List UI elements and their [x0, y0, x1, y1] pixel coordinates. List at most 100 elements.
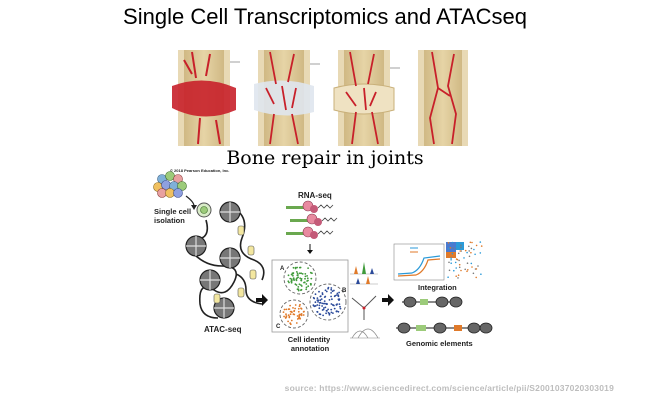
integration-dot: [471, 241, 473, 244]
cluster-dot: [306, 275, 308, 277]
bone-panel-remodeled: [418, 50, 468, 146]
cluster-dot: [299, 317, 301, 320]
cluster-dot: [298, 305, 301, 308]
cluster-dot: [297, 289, 300, 292]
nucleosome-icon: [219, 247, 241, 269]
integration-scatter-panel: [446, 241, 483, 279]
cluster-dot: [337, 295, 340, 298]
cluster-dot: [339, 305, 341, 308]
cluster-dot: [300, 308, 303, 310]
single-cell-isolation-line-2: isolation: [154, 216, 185, 225]
cluster-dot: [301, 273, 304, 275]
cluster-panel: [271, 259, 349, 333]
slide-title: Single Cell Transcriptomics and ATACseq: [123, 4, 527, 29]
cluster-dot: [297, 286, 300, 288]
bone-repair-illustration: [172, 50, 468, 146]
cluster-dot: [318, 307, 321, 310]
cluster-dot: [300, 284, 302, 286]
nucleosome-icon: [403, 296, 417, 308]
cluster-dot: [307, 267, 309, 269]
rna-transcript-icons: [286, 200, 338, 239]
cluster-dot: [324, 306, 327, 309]
cluster-dot: [331, 298, 333, 301]
cluster-label-a: A: [280, 266, 285, 272]
cluster-dot: [307, 285, 310, 288]
cluster-dot: [323, 302, 325, 305]
genomic-elements-diagram: [396, 296, 493, 334]
cluster-dot: [323, 307, 325, 309]
cluster-dot: [300, 278, 303, 280]
cluster-scatter-dots: [282, 266, 342, 326]
integration-dot: [475, 276, 478, 279]
cluster-label-c: C: [276, 324, 281, 330]
arrow-to-clusters: [307, 250, 313, 254]
cluster-dot: [310, 277, 313, 280]
atac-seq-label: ATAC-seq: [204, 325, 242, 334]
cluster-dot: [294, 304, 297, 306]
integration-dot: [455, 275, 458, 277]
integration-dot: [457, 277, 459, 279]
cluster-dot: [330, 292, 332, 294]
integration-dot: [455, 247, 458, 249]
nucleosome-icon: [449, 296, 463, 308]
cluster-dot: [330, 295, 332, 298]
cell-cluster-b: [309, 283, 347, 321]
cell-identity-annotation-label: Cell identity annotation: [288, 335, 333, 353]
nucleosome-icons: [185, 201, 241, 319]
integration-dot: [453, 269, 455, 272]
integration-dot: [464, 249, 467, 252]
cluster-dot: [325, 290, 328, 293]
cluster-dot: [296, 272, 299, 275]
nucleosome-icon: [467, 322, 481, 334]
cluster-dot: [321, 302, 324, 305]
cluster-dot: [290, 279, 293, 282]
cell-cluster-a: [283, 261, 317, 295]
cluster-dot: [322, 308, 325, 311]
integration-dot: [480, 273, 482, 275]
cluster-dot: [324, 295, 327, 298]
cluster-dot: [330, 311, 333, 314]
cluster-dot: [292, 278, 295, 281]
integration-dot: [479, 252, 482, 254]
cluster-dot: [331, 304, 334, 306]
integration-dot: [470, 251, 472, 254]
cluster-dot: [300, 272, 303, 275]
cluster-dot: [305, 283, 308, 285]
nucleosome-icon: [435, 296, 449, 308]
cluster-dot: [289, 313, 292, 316]
cluster-dot: [287, 274, 290, 277]
cluster-dot: [304, 275, 307, 278]
integration-dot: [447, 242, 450, 244]
cluster-dot: [292, 274, 294, 277]
cluster-dot: [314, 293, 317, 296]
nucleosome-icon: [433, 322, 447, 334]
cluster-dot: [317, 301, 319, 303]
cluster-dot: [293, 309, 296, 312]
cluster-dot: [319, 299, 322, 302]
peak-track-panel: [350, 262, 378, 285]
cluster-dot: [297, 310, 300, 313]
cluster-dot: [296, 315, 299, 317]
integration-dot: [456, 258, 459, 261]
cell-identity-line-2: annotation: [291, 344, 330, 353]
integration-dot: [450, 257, 452, 259]
cluster-dot: [283, 315, 285, 318]
integration-dot: [458, 259, 460, 262]
cluster-dot: [318, 302, 321, 304]
cluster-dot: [321, 293, 324, 296]
cluster-dot: [296, 266, 298, 269]
cluster-dot: [318, 290, 320, 293]
integration-dot: [467, 269, 469, 271]
integration-dot: [460, 244, 462, 247]
integration-dot: [469, 241, 472, 244]
bone-panel-hematoma: [172, 50, 240, 146]
cluster-dot: [296, 277, 298, 279]
cluster-dot: [299, 303, 301, 306]
cluster-dot: [338, 303, 341, 305]
single-cell-isolation-line-1: Single cell: [154, 207, 191, 216]
cluster-dot: [305, 288, 308, 291]
nucleosome-icon: [219, 201, 241, 223]
integration-dot: [447, 276, 449, 278]
integration-dot: [475, 268, 478, 270]
cluster-dot: [330, 303, 333, 305]
